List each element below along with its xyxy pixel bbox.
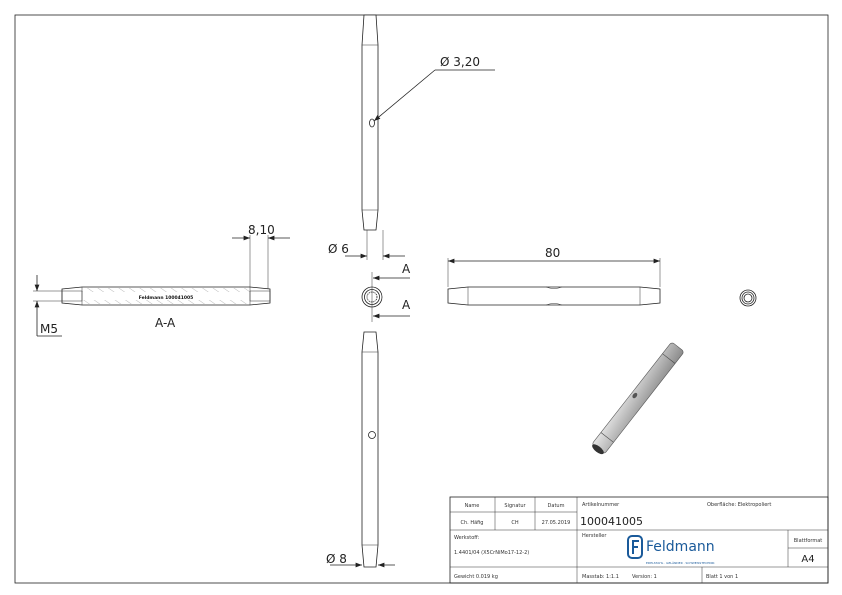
svg-text:M5: M5 — [40, 322, 58, 336]
svg-text:Version: 1: Version: 1 — [632, 574, 657, 580]
svg-text:Feldmann: Feldmann — [646, 539, 715, 555]
svg-text:1.4401/04 (X5CrNiMo17-12-2): 1.4401/04 (X5CrNiMo17-12-2) — [454, 550, 529, 556]
sheet-border — [14, 14, 829, 584]
article-number: 100041005 — [580, 515, 643, 528]
svg-text:Hersteller: Hersteller — [582, 533, 607, 539]
section-view: Feldmann 100041005 A-A — [61, 286, 271, 330]
right-end-view — [739, 289, 757, 307]
isometric-view — [592, 342, 684, 455]
svg-text:8,10: 8,10 — [248, 223, 275, 237]
svg-text:Oberfläche: Elektropoliert: Oberfläche: Elektropoliert — [707, 502, 771, 508]
svg-text:Ø 6: Ø 6 — [328, 242, 349, 256]
engraving-text: Feldmann 100041005 — [139, 295, 194, 301]
feldmann-logo: Feldmann EDELSTAHL · GELÄNDER · SCHWEISS… — [627, 535, 716, 565]
cross-hole — [369, 118, 375, 128]
section-marker-bottom: A — [402, 298, 411, 312]
svg-text:27.05.2019: 27.05.2019 — [542, 520, 571, 526]
bottom-view — [361, 331, 379, 568]
svg-text:A4: A4 — [801, 554, 814, 565]
svg-text:Ch. Häfig: Ch. Häfig — [461, 520, 484, 526]
svg-text:Blatt 1 von 1: Blatt 1 von 1 — [706, 574, 738, 580]
thread-dimension: M5 — [33, 275, 62, 337]
side-view: 80 — [447, 246, 661, 306]
svg-text:CH: CH — [511, 520, 518, 526]
svg-text:Artikelnummer: Artikelnummer — [582, 502, 620, 508]
svg-text:Ø 8: Ø 8 — [326, 552, 347, 566]
svg-text:Gewicht 0.019 kg: Gewicht 0.019 kg — [454, 574, 498, 580]
end-view: A A — [361, 262, 411, 322]
diameter-6-dimension: Ø 6 — [328, 230, 405, 260]
section-label: A-A — [155, 316, 176, 330]
length-label: 80 — [545, 246, 560, 260]
svg-text:Blattformat: Blattformat — [794, 538, 823, 544]
hole-diameter-label: Ø 3,20 — [440, 55, 480, 69]
thread-length-dimension: 8,10 — [232, 223, 290, 289]
svg-text:Signatur: Signatur — [504, 503, 526, 509]
svg-text:Name: Name — [465, 503, 480, 509]
svg-text:Masstab: 1:1.1: Masstab: 1:1.1 — [582, 574, 619, 580]
title-block: Name Signatur Datum Ch. Häfig CH 27.05.2… — [449, 496, 829, 584]
top-view: Ø 3,20 — [361, 14, 495, 231]
section-marker-top: A — [402, 262, 411, 276]
diameter-8-dimension: Ø 8 — [326, 552, 395, 568]
svg-text:Datum: Datum — [548, 503, 565, 509]
svg-text:EDELSTAHL · GELÄNDER · SCHWEIS: EDELSTAHL · GELÄNDER · SCHWEISSTECHNIK — [646, 560, 716, 565]
svg-text:Werkstoff:: Werkstoff: — [454, 535, 480, 541]
